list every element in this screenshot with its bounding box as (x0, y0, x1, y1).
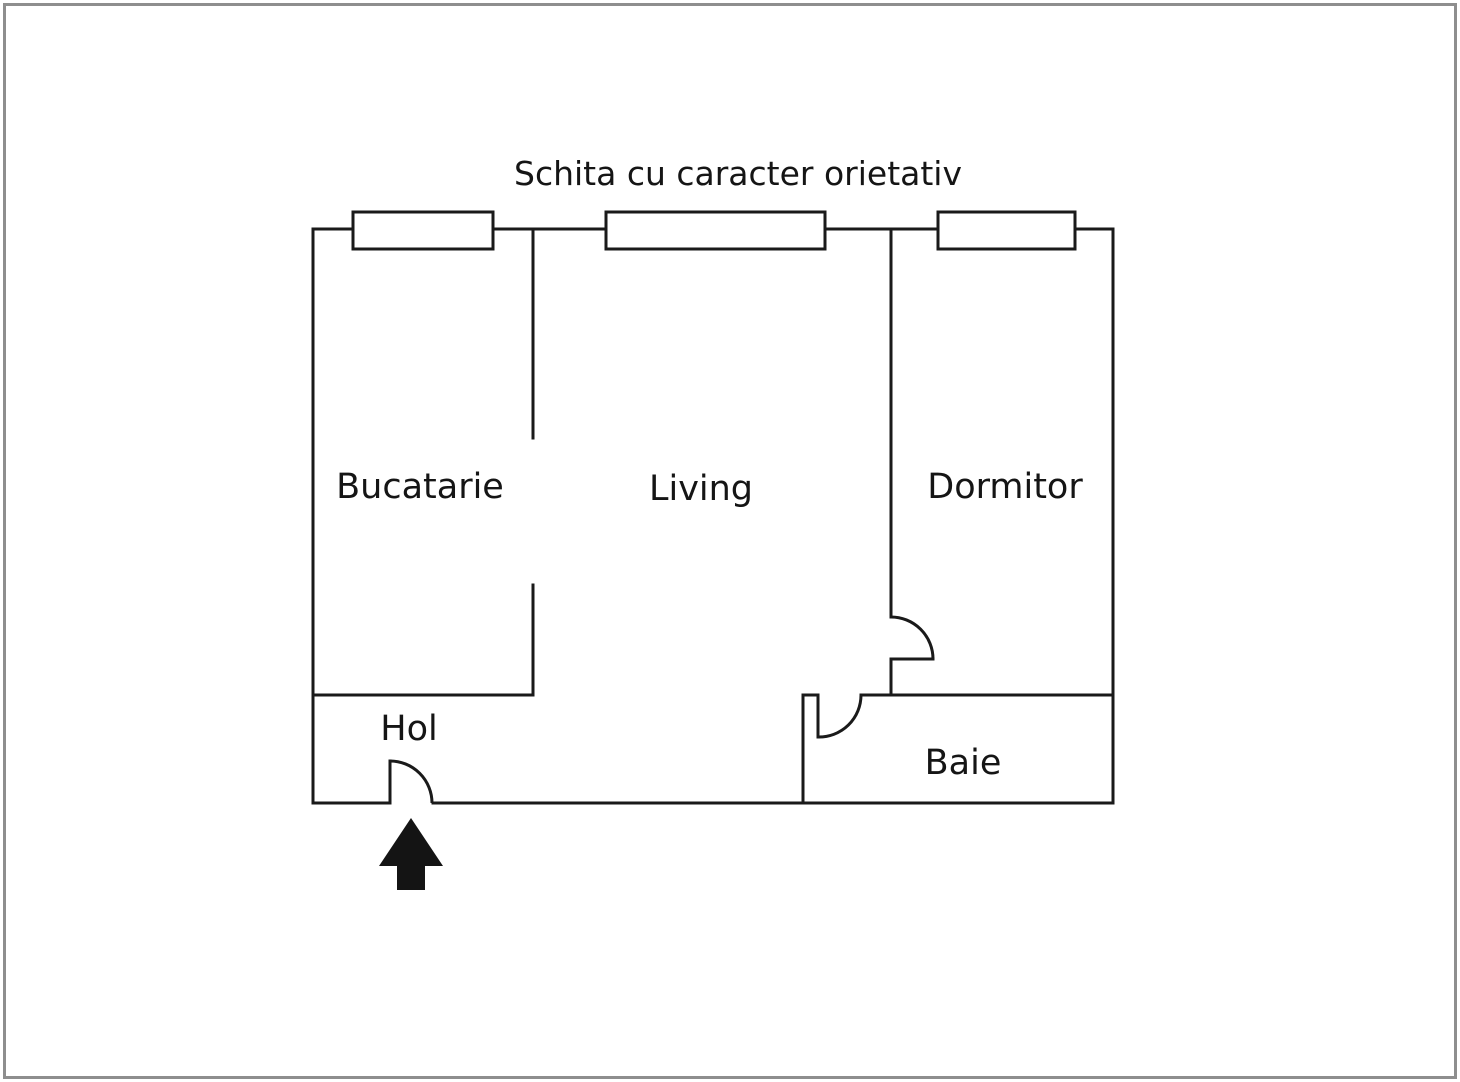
window-dormitor-icon (936, 210, 1077, 251)
room-label-living: Living (649, 469, 753, 509)
door-entrance-arc-icon (389, 759, 434, 804)
plan-title: Schita cu caracter orietativ (514, 154, 962, 193)
window-bucatarie-icon (351, 210, 495, 251)
door-dormitor-arc-icon (890, 615, 935, 660)
window-living-icon (604, 210, 827, 251)
room-label-dormitor: Dormitor (927, 467, 1083, 507)
room-label-bucatarie: Bucatarie (336, 467, 504, 507)
door-baie-arc-icon (817, 694, 863, 739)
room-label-hol: Hol (380, 709, 437, 749)
entry-direction-arrow-icon (379, 818, 443, 890)
room-label-baie: Baie (925, 743, 1002, 783)
